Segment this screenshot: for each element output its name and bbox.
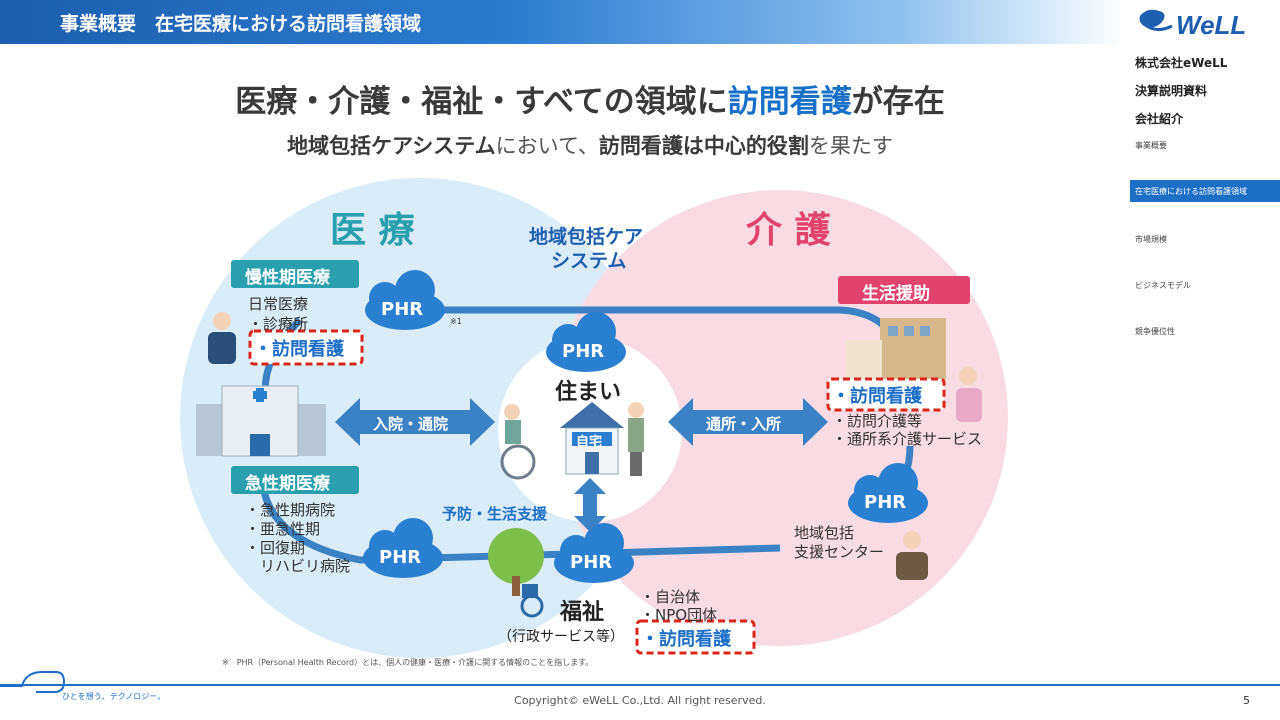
visit-nursing-welfare: ・訪問看護 [641,629,731,650]
phr-cloud-bottom [554,523,634,583]
hospital-arrow [335,398,495,446]
phr-note-mark: ※1 [450,317,462,326]
copyright: Copyright© eWeLL Co.,Ltd. All right rese… [514,694,766,707]
phr-cloud-top [365,270,445,330]
care-link-label: 通所・入所 [706,415,782,433]
care-arrow [668,398,828,446]
caregiver-illustration [956,367,982,422]
acute-item: リハビリ病院 [245,557,351,575]
phr-cloud-left [363,518,443,578]
footnote: ※ PHR（Personal Health Record）とは、個人の健康・医療… [222,658,594,667]
acute-badge-bg [231,466,359,494]
subheadline-t1: において、 [495,134,599,158]
elderly-illustration [628,402,644,476]
prevent-link-label: 予防・生活支援 [442,505,548,523]
visit-nursing-care: ・訪問看護 [832,386,922,407]
phr-cloud-right [848,463,928,523]
doctor-illustration [208,312,236,364]
subheadline-t2: を果たす [808,134,893,158]
staff-illustration [896,531,928,580]
care-label: 介 護 [746,210,831,251]
care-facility-illustration [846,318,946,380]
side-intro: 会社紹介 [1135,112,1184,126]
visit-nursing-medical: ・訪問看護 [254,339,344,360]
side-item-label: 在宅医療における訪問看護領域 [1135,187,1247,196]
chronic-badge: 慢性期医療 [245,268,330,288]
phr-label-home: PHR [562,341,605,362]
header-band: 事業概要 在宅医療における訪問看護領域 [0,0,1125,44]
side-item-home-nursing[interactable]: 在宅医療における訪問看護領域 [1130,180,1280,202]
headline-part1: 医療・介護・福祉・すべての領域に [235,84,728,120]
headline-highlight: 訪問看護 [727,84,852,120]
support-center-label: 支援センター [794,543,885,561]
chronic-item: 日常医療 [248,295,309,313]
phr-label-bottom: PHR [570,552,613,573]
care-item: ・訪問介護等 [832,412,923,430]
center-title-1: 地域包括ケア [529,226,644,248]
house-illustration [560,402,624,475]
side-item-overview[interactable]: 事業概要 [1135,141,1167,150]
chronic-badge-bg [231,260,359,288]
phr-label-left: PHR [379,547,422,568]
welfare-sub: （行政サービス等） [498,629,624,645]
hospital-illustration [196,385,326,457]
acute-item: ・急性期病院 [245,501,336,519]
welfare-item: ・NPO団体 [640,606,718,624]
medical-label: 医 療 [330,210,415,251]
care-item: ・通所系介護サービス [832,430,983,448]
center-title-2: システム [551,250,627,272]
header-title: 事業概要 在宅医療における訪問看護領域 [60,13,422,35]
chronic-item: ・診療所 [248,315,309,333]
side-item-business-model[interactable]: ビジネスモデル [1135,281,1191,290]
page-number: 5 [1243,694,1250,707]
home-label: 住まい [555,380,622,405]
footer-line [0,684,1280,686]
prevent-arrow [574,478,606,532]
side-company: 株式会社eWeLL [1135,56,1228,70]
tagline: ひとを想う、テクノロジー。 [62,692,166,701]
phr-cloud-home [546,312,626,372]
svg-text:WeLL: WeLL [1176,10,1246,40]
home-sign: 自宅 [576,435,603,450]
nursing-box-medical [248,329,364,366]
headline-part2: が存在 [851,84,945,120]
acute-badge: 急性期医療 [245,474,330,494]
company-logo: WeLL [1138,4,1254,44]
welfare-label: 福祉 [560,600,605,625]
subheadline-b2: 訪問看護は中心的役割 [598,134,809,158]
phr-label-right: PHR [864,492,907,513]
support-center-label: 地域包括 [794,524,855,542]
acute-item: ・回復期 [245,539,306,557]
life-badge: 生活援助 [862,284,930,304]
nursing-box-welfare [635,619,756,655]
wheelchair-small-illustration [520,584,544,618]
life-badge-bg [838,276,970,304]
hospital-link-label: 入院・通院 [373,415,449,433]
wheelchair-illustration [500,404,536,480]
main-headline: 医療・介護・福祉・すべての領域に訪問看護が存在 [0,76,1180,121]
acute-item: ・亜急性期 [245,520,321,538]
side-item-market[interactable]: 市場規模 [1135,235,1167,244]
footer-swoosh-icon [0,671,66,693]
sub-headline: 地域包括ケアシステムにおいて、訪問看護は中心的役割を果たす [0,130,1180,160]
phr-label-top: PHR [381,299,424,320]
side-doc: 決算説明資料 [1135,84,1208,98]
side-item-advantage[interactable]: 競争優位性 [1135,327,1175,336]
nursing-box-care [826,377,946,412]
tree-illustration [488,528,544,596]
welfare-item: ・自治体 [640,588,701,606]
subheadline-b1: 地域包括ケアシステム [287,134,496,158]
